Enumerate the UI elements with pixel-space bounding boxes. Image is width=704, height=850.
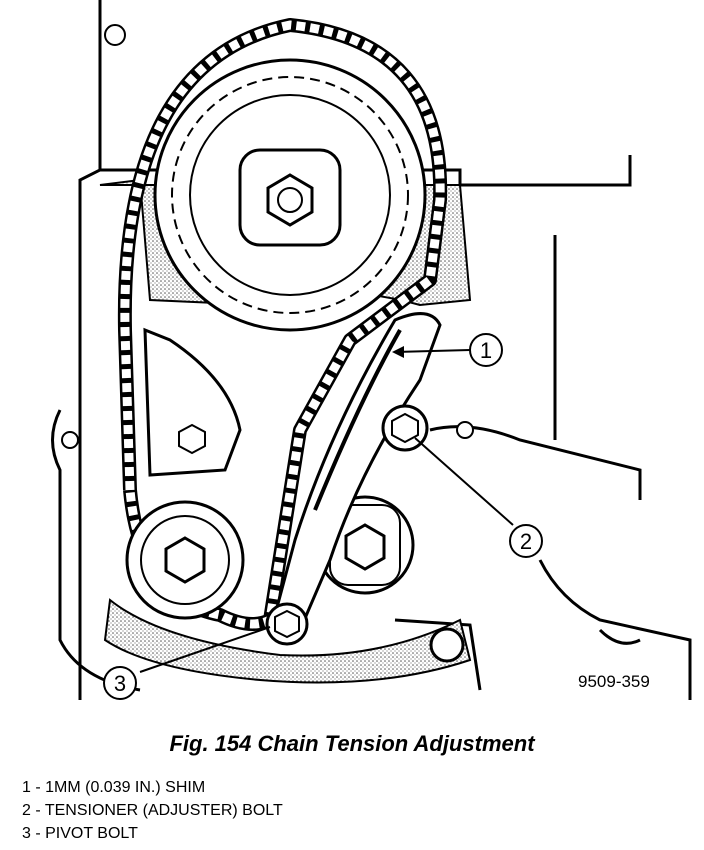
- callout-1: 1: [469, 333, 503, 367]
- legend-item: 1 - 1MM (0.039 IN.) SHIM: [22, 779, 206, 796]
- guide-bolt: [178, 423, 206, 455]
- block-bolt-icon: [429, 627, 465, 663]
- svg-text:3: 3: [114, 671, 126, 696]
- legend: 1 - 1MM (0.039 IN.) SHIM 2 - TENSIONER (…: [22, 776, 283, 845]
- chain-tensioner-arm: [273, 312, 442, 633]
- camshaft-sprocket: [153, 58, 427, 332]
- pivot-bolt: [265, 602, 309, 646]
- svg-text:2: 2: [520, 529, 532, 554]
- chain-guide: [143, 327, 242, 477]
- legend-item: 2 - TENSIONER (ADJUSTER) BOLT: [22, 802, 283, 819]
- block-hole-icon: [104, 24, 126, 46]
- callout-2: 2: [509, 524, 543, 558]
- legend-item: 3 - PIVOT BOLT: [22, 825, 138, 842]
- callout-3: 3: [103, 666, 137, 700]
- svg-text:1: 1: [480, 338, 492, 363]
- crankshaft-sprocket: [125, 500, 245, 620]
- chain-tension-diagram: 1 2 3: [51, 0, 692, 700]
- block-hole-icon: [61, 431, 79, 449]
- drawing-number: 9509-359: [578, 672, 650, 691]
- callout-leaders: [139, 349, 514, 673]
- tensioner-shim: [313, 329, 402, 511]
- block-hole-icon: [456, 421, 474, 439]
- figure-caption: Fig. 154 Chain Tension Adjustment: [169, 731, 535, 756]
